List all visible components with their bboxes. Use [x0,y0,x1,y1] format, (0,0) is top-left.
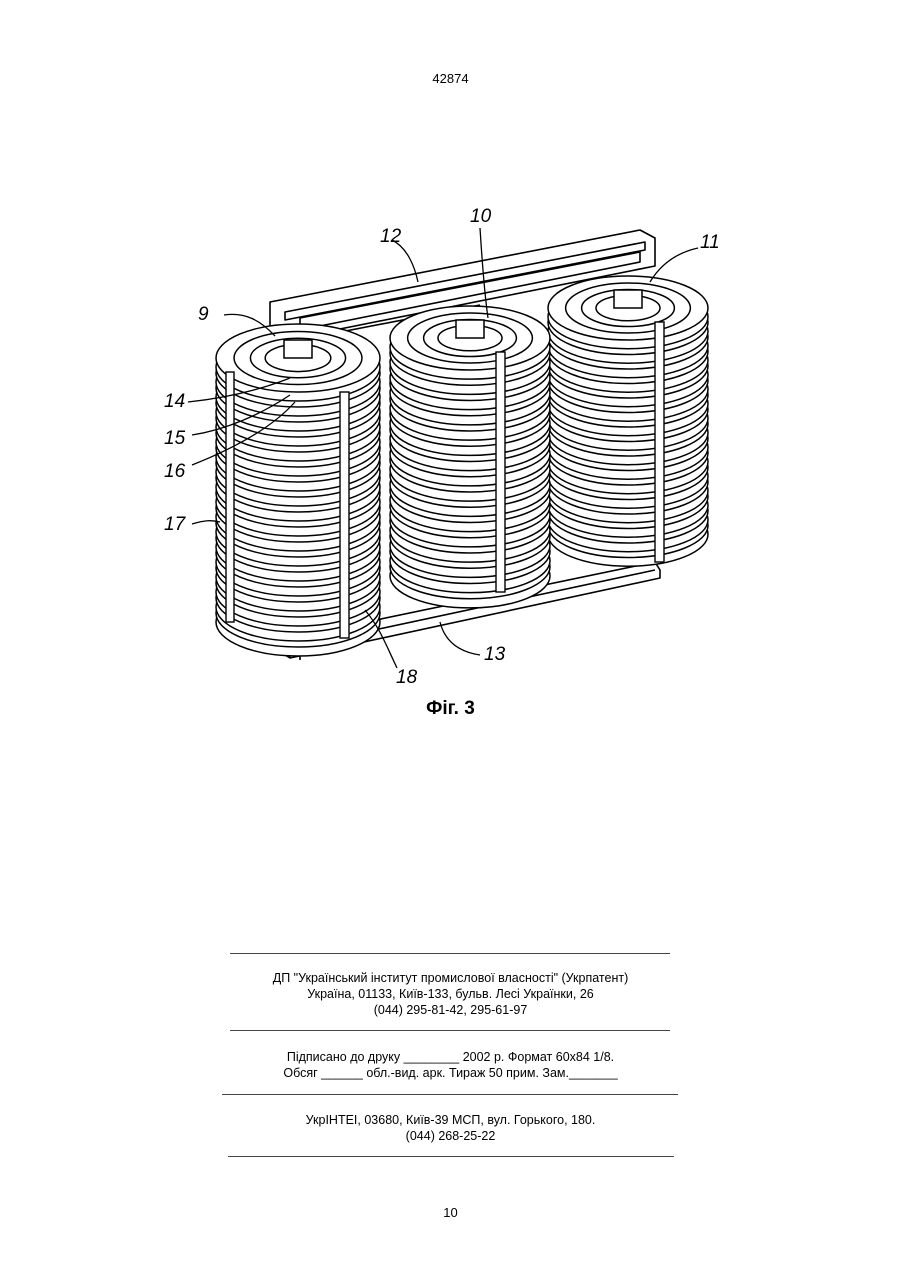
coil-stack-left [216,324,380,656]
divider [230,953,670,954]
divider [230,1030,670,1031]
printer-phone: (044) 268-25-22 [0,1128,901,1144]
print-details: Підписано до друку ________ 2002 р. Форм… [0,1049,901,1081]
print-signed-line: Підписано до друку ________ 2002 р. Форм… [0,1049,901,1065]
print-volume-line: Обсяг ______ обл.-вид. арк. Тираж 50 при… [0,1065,901,1081]
publisher-block: ДП "Український інститут промислової вла… [0,970,901,1018]
callout-9: 9 [198,304,209,325]
publisher-phone: (044) 295-81-42, 295-61-97 [0,1002,901,1018]
callout-13: 13 [484,644,506,665]
page-number: 10 [0,1205,901,1220]
callout-14: 14 [164,391,185,412]
core-leg [456,320,484,338]
callout-16: 16 [164,461,186,482]
callout-18: 18 [396,667,418,688]
printer-address: УкрІНТЕІ, 03680, Київ-39 МСП, вул. Горьк… [0,1112,901,1128]
transformer-drawing: 9 10 11 12 13 14 15 16 17 18 [150,190,750,700]
divider [228,1156,674,1157]
core-leg [284,340,312,358]
printer-block: УкрІНТЕІ, 03680, Київ-39 МСП, вул. Горьк… [0,1112,901,1144]
patent-number: 42874 [0,71,901,86]
coil-stack-middle [390,306,550,608]
callout-15: 15 [164,428,186,449]
divider [222,1094,678,1095]
callout-12: 12 [380,226,402,247]
callout-10: 10 [470,206,492,227]
coil-stack-right [548,276,708,566]
publisher-address: Україна, 01133, Київ-133, бульв. Лесі Ук… [0,986,901,1002]
core-leg [614,290,642,308]
callout-11: 11 [700,232,720,253]
figure-caption: Фіг. 3 [0,698,901,720]
callout-17: 17 [164,514,187,535]
publisher-name: ДП "Український інститут промислової вла… [0,970,901,986]
